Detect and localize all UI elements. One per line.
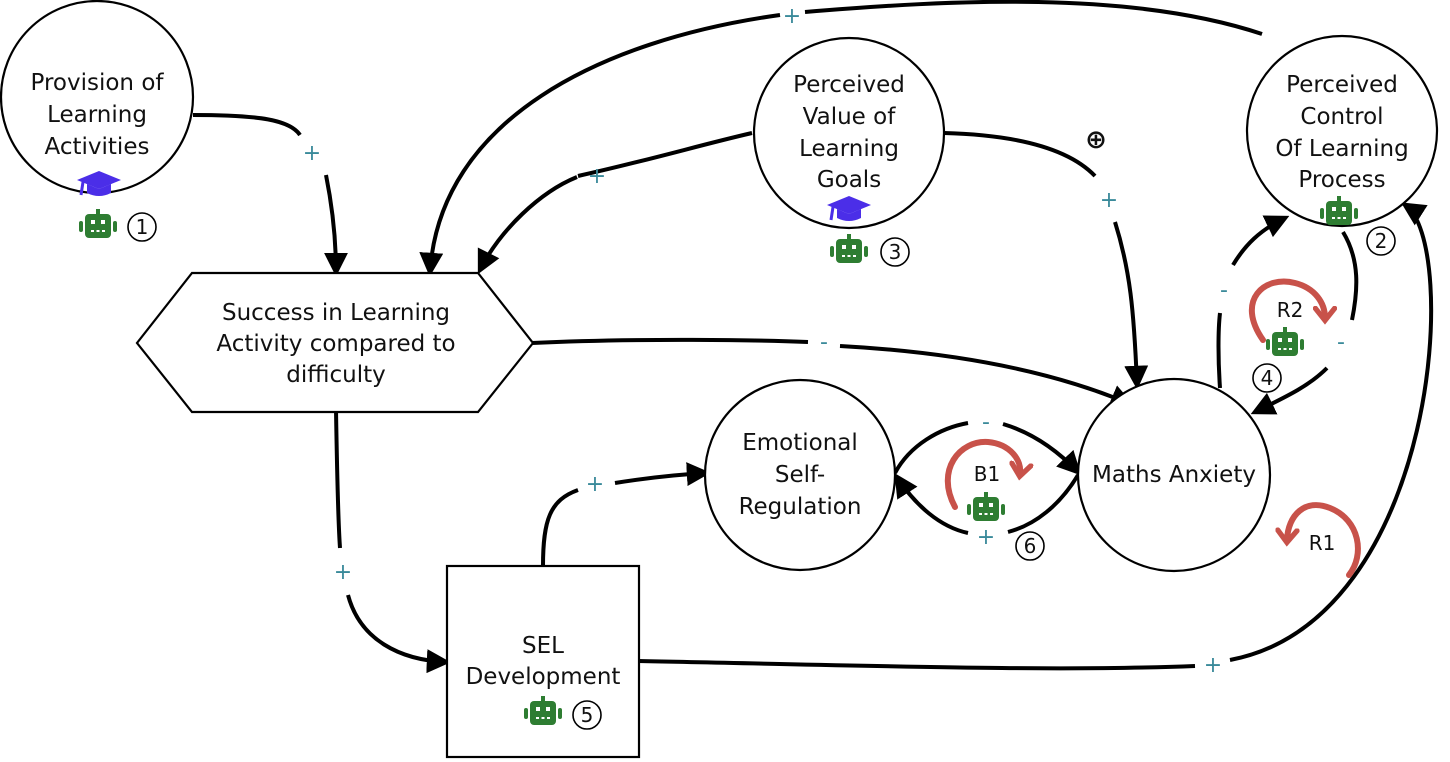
marker-number-1: 1 xyxy=(127,212,157,242)
edge-provision-success-b xyxy=(323,174,348,277)
circled-plus-mark: ⊕ xyxy=(1085,125,1107,155)
edge-provision-success xyxy=(192,113,302,137)
loop-arrow-r1-icon xyxy=(1287,502,1361,578)
polarity-sel-emotional: + xyxy=(586,472,604,497)
svg-text:2: 2 xyxy=(1375,229,1388,253)
polarity-emotional-anxiety: - xyxy=(982,410,990,435)
edge-sel-emotional-b xyxy=(614,462,711,487)
edge-success-sel-b xyxy=(346,594,451,674)
node-emotional-line-2: Self- xyxy=(775,462,825,488)
polarity-anxiety-emotional: + xyxy=(977,525,995,550)
node-control-line-3: Of Learning xyxy=(1275,136,1408,162)
polarity-control-success: + xyxy=(783,4,801,29)
node-provision-line-1: Provision of xyxy=(31,70,165,96)
loop-b1: B1 xyxy=(944,438,1020,510)
node-value-line-1: Perceived xyxy=(793,72,905,98)
edge-success-sel xyxy=(334,409,342,549)
marker-number-6: 6 xyxy=(1015,531,1045,561)
svg-text:6: 6 xyxy=(1024,534,1037,558)
edge-emotional-anxiety xyxy=(893,421,969,474)
node-emotional-line-1: Emotional xyxy=(742,430,858,456)
node-provision-line-2: Learning xyxy=(47,102,147,128)
edge-control-success xyxy=(804,0,1263,36)
loop-r1: R1 xyxy=(1287,502,1361,578)
edge-value-anxiety-b xyxy=(1113,221,1149,390)
loop-arrow-b1-icon xyxy=(944,438,1020,510)
robot-icon xyxy=(830,234,868,263)
svg-text:5: 5 xyxy=(581,703,594,727)
svg-text:R2: R2 xyxy=(1277,298,1304,322)
edge-value-anxiety xyxy=(943,131,1097,178)
robot-icon xyxy=(967,492,1005,521)
loop-r2: R2 xyxy=(1248,278,1325,343)
node-value-line-3: Learning xyxy=(799,136,899,162)
node-success-line-3: difficulty xyxy=(286,362,385,388)
node-control-line-2: Control xyxy=(1300,104,1383,130)
node-success[interactable]: Success in Learning Activity compared to… xyxy=(135,271,535,414)
node-emotional[interactable]: Emotional Self- Regulation xyxy=(703,378,897,572)
robot-icon xyxy=(79,209,117,238)
node-success-line-2: Activity compared to xyxy=(216,331,455,357)
polarity-success-sel: + xyxy=(334,560,352,585)
marker-number-3: 3 xyxy=(880,237,910,267)
edge-control-success-b xyxy=(419,13,781,277)
edge-value-success xyxy=(577,131,753,178)
node-sel[interactable]: SEL Development xyxy=(445,564,641,759)
node-provision-line-3: Activities xyxy=(45,134,150,160)
edge-control-anxiety-b xyxy=(1250,366,1329,415)
edge-sel-control xyxy=(637,659,1196,671)
polarity-control-anxiety: - xyxy=(1337,330,1345,355)
robot-icon xyxy=(1266,327,1304,356)
node-control[interactable]: Perceived Control Of Learning Process xyxy=(1245,34,1439,228)
edge-anxiety-emotional-b xyxy=(894,472,969,535)
svg-text:R1: R1 xyxy=(1309,531,1336,555)
svg-text:B1: B1 xyxy=(974,462,1000,486)
polarity-success-anxiety: - xyxy=(820,330,828,355)
polarity-anxiety-control: - xyxy=(1220,278,1228,303)
edge-sel-emotional xyxy=(541,488,579,567)
edge-value-success-b xyxy=(477,175,578,275)
edge-success-anxiety xyxy=(531,337,809,345)
node-sel-line-2: Development xyxy=(466,664,621,690)
edge-anxiety-control xyxy=(1216,312,1222,389)
node-control-line-1: Perceived xyxy=(1286,72,1398,98)
edge-anxiety-control-b xyxy=(1231,215,1290,267)
edge-sel-control-b xyxy=(1229,202,1434,662)
polarity-value-success: + xyxy=(588,164,606,189)
svg-text:4: 4 xyxy=(1261,366,1274,390)
polarity-sel-control: + xyxy=(1204,653,1222,678)
marker-number-2: 2 xyxy=(1366,226,1396,256)
polarity-provision-success: + xyxy=(303,141,321,166)
loop-arrow-r2-icon xyxy=(1248,278,1325,343)
svg-text:3: 3 xyxy=(889,240,902,264)
node-sel-line-1: SEL xyxy=(522,633,564,659)
polarity-value-anxiety: + xyxy=(1100,188,1118,213)
edge-anxiety-emotional xyxy=(1007,473,1080,534)
node-value[interactable]: Perceived Value of Learning Goals xyxy=(752,36,946,230)
marker-number-4: 4 xyxy=(1252,363,1282,393)
edge-control-anxiety xyxy=(1341,230,1359,321)
marker-number-5: 5 xyxy=(572,700,602,730)
edge-emotional-anxiety-b xyxy=(1002,422,1082,476)
node-emotional-line-3: Regulation xyxy=(739,494,862,520)
node-control-line-4: Process xyxy=(1298,167,1385,193)
node-anxiety-line-1: Maths Anxiety xyxy=(1092,462,1256,488)
node-value-line-2: Value of xyxy=(803,104,897,130)
node-value-line-4: Goals xyxy=(817,167,881,193)
svg-text:1: 1 xyxy=(136,215,149,239)
node-anxiety[interactable]: Maths Anxiety xyxy=(1076,377,1272,573)
node-success-line-1: Success in Learning xyxy=(222,300,450,326)
edge-success-anxiety-b xyxy=(839,344,1135,408)
node-provision[interactable]: Provision of Learning Activities xyxy=(0,0,195,195)
